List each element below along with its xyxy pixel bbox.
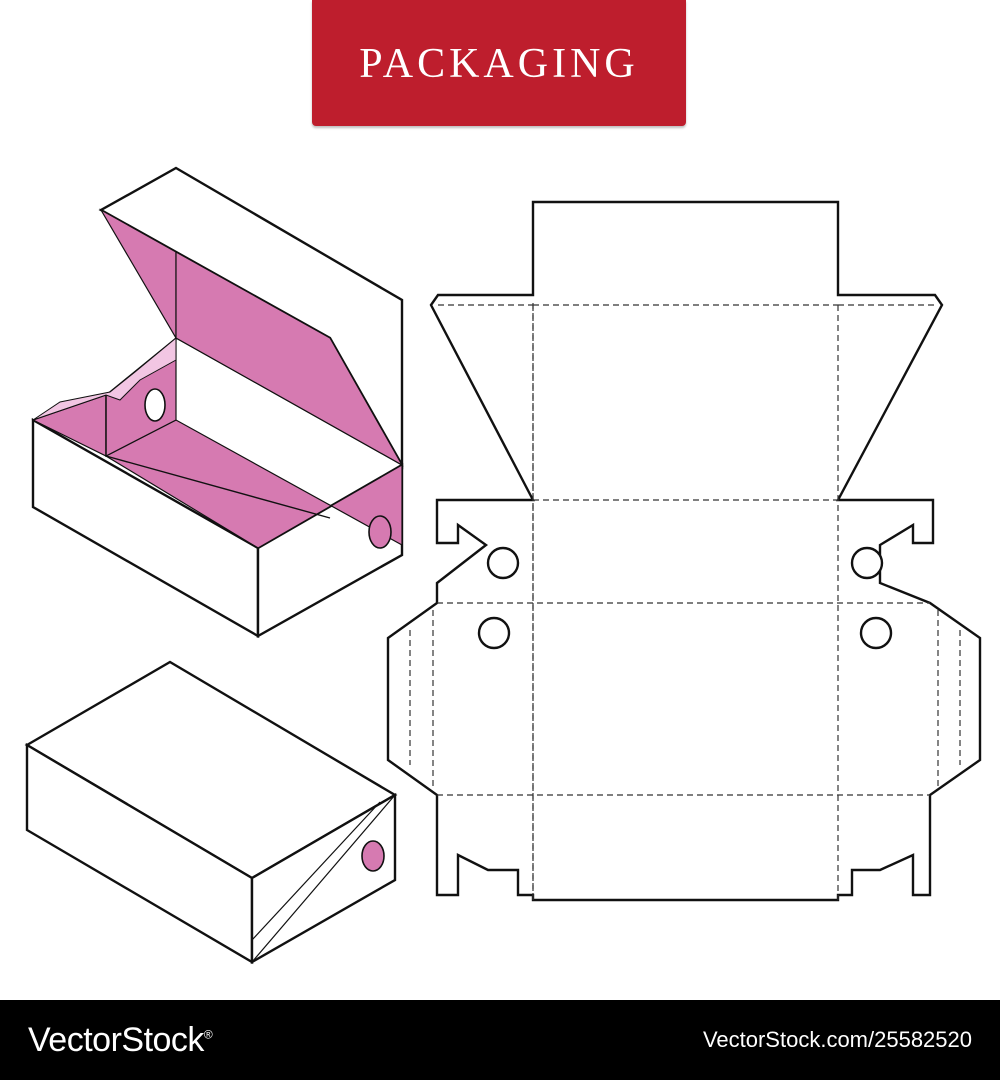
dieline-hole	[477, 616, 511, 650]
open-box-tuck-flap	[32, 336, 177, 421]
logo-text: VectorStock	[28, 1020, 204, 1059]
open-box-side-hole	[368, 515, 392, 549]
closed-box-side-hole	[361, 840, 385, 872]
box-dieline	[386, 200, 982, 902]
open-box-handle-hole	[144, 388, 166, 422]
vectorstock-logo: VectorStock®	[28, 1020, 213, 1060]
open-box	[31, 166, 404, 639]
watermark-footer: VectorStock® VectorStock.com/25582520	[0, 1000, 1000, 1080]
registered-mark: ®	[203, 1027, 213, 1042]
dieline-hole	[850, 546, 884, 580]
title-banner: PACKAGING	[312, 0, 686, 126]
page-title: PACKAGING	[359, 41, 639, 87]
open-box-lid-inner-right	[175, 250, 404, 467]
dieline-hole	[859, 616, 893, 650]
image-id: VectorStock.com/25582520	[702, 1027, 972, 1052]
closed-box	[24, 660, 398, 965]
dieline-hole	[486, 546, 520, 580]
packaging-illustration	[24, 166, 982, 965]
